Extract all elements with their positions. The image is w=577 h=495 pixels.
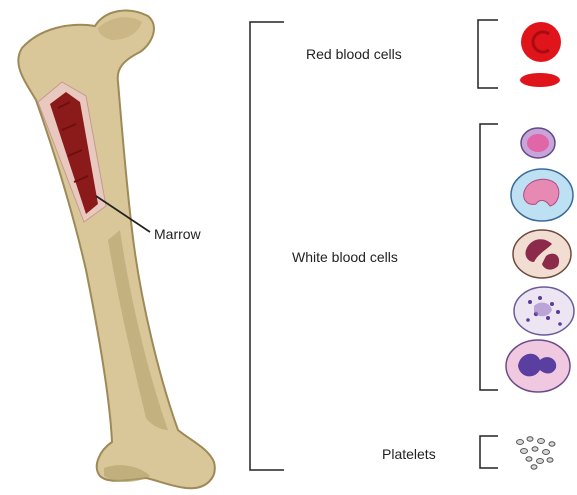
marrow-label: Marrow [154, 226, 201, 242]
basophil-icon [514, 287, 574, 335]
main-bracket [250, 22, 284, 470]
red-blood-cells-label: Red blood cells [306, 46, 402, 62]
white-cells-bracket [480, 124, 498, 390]
red-blood-cell-side-icon [520, 73, 560, 87]
eosinophil-icon [513, 230, 571, 278]
platelets-label: Platelets [382, 446, 436, 462]
white-blood-cells-label: White blood cells [292, 249, 398, 265]
lymphocyte-icon [521, 128, 555, 158]
red-blood-cell-icon [521, 22, 561, 62]
neutrophil-icon [506, 340, 570, 392]
platelet-cluster-icon [517, 437, 556, 469]
femur-bone-icon [18, 11, 214, 489]
red-cells-bracket [478, 20, 498, 88]
platelets-bracket [480, 436, 498, 468]
monocyte-icon [511, 169, 573, 221]
